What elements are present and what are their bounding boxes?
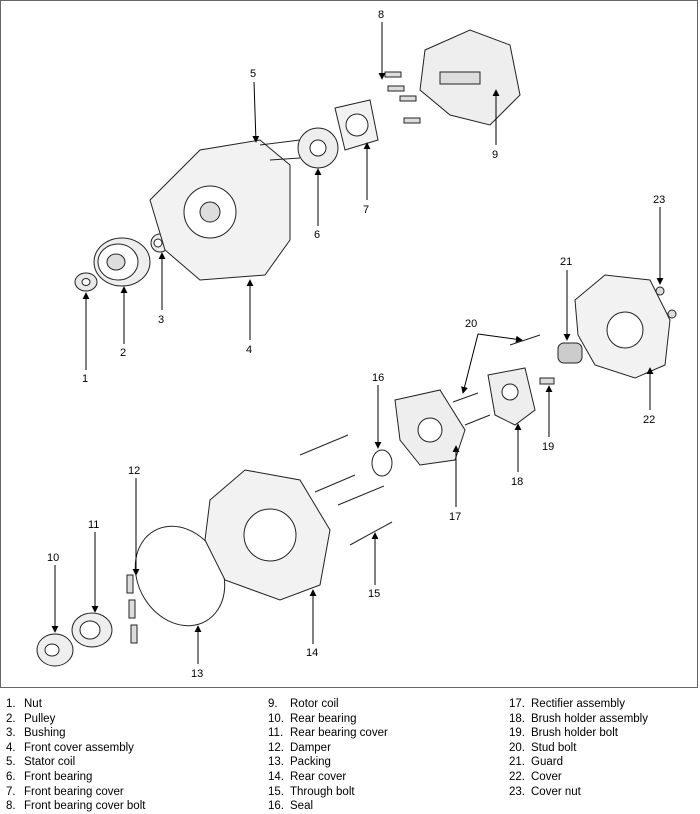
callout-3: 3 <box>158 314 164 326</box>
callout-2: 2 <box>120 347 126 359</box>
rotor-coil-part <box>419 29 521 126</box>
callout-9: 9 <box>492 149 498 161</box>
legend-item: 9.Rotor coil <box>268 698 339 710</box>
callout-16: 16 <box>372 372 384 384</box>
leader-line-5 <box>252 81 260 143</box>
legend-item: 16.Seal <box>268 800 314 813</box>
rear-bearing-cover-part <box>71 612 113 648</box>
cover-nut-part <box>655 286 677 319</box>
pulley-part <box>93 237 151 287</box>
legend-item: 8.Front bearing cover bolt <box>6 800 146 813</box>
legend-item: 5.Stator coil <box>6 756 76 769</box>
guard-part <box>557 342 583 364</box>
legend-item: 14.Rear cover <box>268 770 347 783</box>
damper-part <box>126 574 138 644</box>
front-bearing-cover-bolts-part <box>384 71 421 124</box>
legend-item: 21.Guard <box>509 756 563 769</box>
legend-column-3: 17.Rectifier assembly 18.Brush holder as… <box>509 697 648 799</box>
legend-item: 2.Pulley <box>6 712 56 725</box>
callout-7: 7 <box>363 204 369 216</box>
callout-8: 8 <box>378 9 384 21</box>
front-bearing-part <box>297 127 339 169</box>
legend-item: 13.Packing <box>268 756 331 769</box>
legend-item: 10.Rear bearing <box>268 712 357 725</box>
callout-15: 15 <box>368 588 380 600</box>
parts-legend: 1.Nut 2.Pulley 3.Bushing 4.Front cover a… <box>0 688 700 812</box>
callout-12: 12 <box>128 465 140 477</box>
legend-column-2: 9.Rotor coil 10.Rear bearing 11.Rear bea… <box>268 697 388 814</box>
callout-6: 6 <box>314 229 320 241</box>
legend-item: 18.Brush holder assembly <box>509 712 648 725</box>
nut-part <box>74 272 98 292</box>
legend-item: 1.Nut <box>6 698 42 710</box>
callout-5: 5 <box>250 68 256 80</box>
brush-holder-assembly-part <box>487 367 536 426</box>
callout-19: 19 <box>542 441 554 453</box>
leader-line-20a <box>477 333 523 343</box>
brush-holder-bolt-part <box>539 377 555 385</box>
legend-item: 4.Front cover assembly <box>6 741 134 754</box>
legend-item: 20.Stud bolt <box>509 741 577 754</box>
through-bolts-part <box>299 434 393 546</box>
diagram-frame <box>0 0 698 688</box>
leader-line-20b <box>461 333 479 394</box>
front-cover-assembly-part <box>149 139 301 281</box>
legend-item: 19.Brush holder bolt <box>509 727 618 740</box>
legend-item: 22.Cover <box>509 770 562 783</box>
callout-14: 14 <box>306 647 318 659</box>
callout-13: 13 <box>191 668 203 680</box>
seal-part <box>371 449 393 477</box>
callout-18: 18 <box>511 476 523 488</box>
callout-11: 11 <box>88 519 99 531</box>
legend-item: 7.Front bearing cover <box>6 785 124 798</box>
callout-21: 21 <box>560 256 572 268</box>
legend-item: 12.Damper <box>268 741 331 754</box>
legend-item: 23.Cover nut <box>509 785 581 798</box>
callout-4: 4 <box>246 344 252 356</box>
rear-cover-part <box>204 469 331 601</box>
stud-bolts-part <box>452 334 541 426</box>
callout-10: 10 <box>47 552 59 564</box>
legend-item: 3.Bushing <box>6 727 66 740</box>
legend-item: 11.Rear bearing cover <box>268 727 388 740</box>
callout-1: 1 <box>82 373 88 385</box>
exploded-view-diagram: 1 2 3 4 5 6 7 8 9 10 11 12 13 14 15 16 1… <box>36 9 677 680</box>
cover-part <box>574 274 671 379</box>
rear-bearing-part <box>36 633 74 667</box>
rectifier-assembly-part <box>394 389 466 466</box>
legend-item: 6.Front bearing <box>6 770 93 783</box>
front-bearing-cover-part <box>334 99 379 151</box>
callout-17: 17 <box>449 511 461 523</box>
legend-item: 17.Rectifier assembly <box>509 698 625 710</box>
callout-22: 22 <box>643 414 655 426</box>
legend-column-1: 1.Nut 2.Pulley 3.Bushing 4.Front cover a… <box>6 697 145 814</box>
callout-20: 20 <box>465 318 477 330</box>
callout-23: 23 <box>653 194 665 206</box>
legend-item: 15.Through bolt <box>268 785 355 798</box>
